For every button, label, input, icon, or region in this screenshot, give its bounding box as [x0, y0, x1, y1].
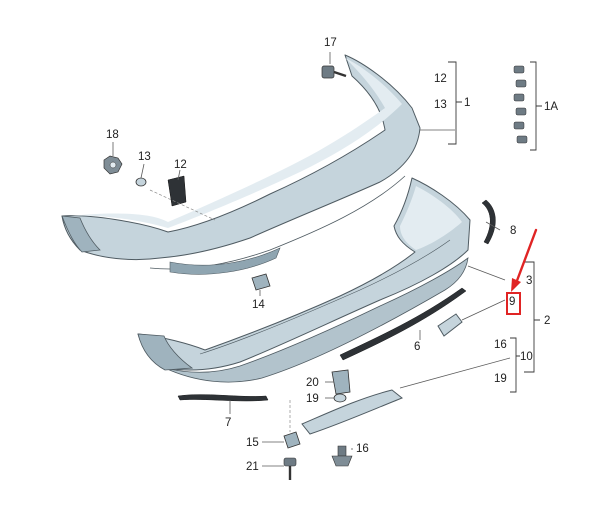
upper-bumper-end: [61, 215, 101, 253]
trim-strip-7[interactable]: [177, 394, 269, 402]
label-16-right: 16: [494, 339, 507, 351]
part-10-diffuser[interactable]: [301, 389, 403, 435]
label-15: 15: [246, 437, 259, 449]
red-arrow-icon: [511, 228, 538, 292]
part-13-washer[interactable]: [135, 177, 147, 187]
bracket-1: [448, 61, 462, 145]
part-19-washer[interactable]: [333, 393, 347, 403]
part-21-screw[interactable]: [283, 457, 297, 480]
callouts: 17 12 13 1 1A 18 13 12 8 3 9 2 14 6 16 1…: [106, 37, 558, 473]
grouping-brackets: [448, 61, 542, 393]
part-1a-fastener-set[interactable]: [513, 65, 528, 144]
label-16-bottom: 16: [356, 443, 369, 455]
label-10: 10: [520, 351, 533, 363]
lower-bumper-cover[interactable]: [137, 177, 471, 383]
label-14: 14: [252, 299, 265, 311]
lower-bumper-crease: [199, 239, 451, 355]
label-6: 6: [414, 341, 420, 353]
label-13-left: 13: [138, 151, 151, 163]
part-12-bracket[interactable]: [167, 175, 187, 207]
upper-bumper-pocket: [169, 247, 281, 275]
label-1a: 1A: [544, 101, 558, 113]
trim-strip-6[interactable]: [339, 287, 467, 361]
label-12-top: 12: [434, 73, 447, 85]
label-20: 20: [306, 377, 319, 389]
part-9-cover[interactable]: [437, 313, 463, 337]
label-19-right: 19: [494, 373, 507, 385]
bracket-1a: [530, 61, 542, 151]
upper-bumper-top-face: [70, 58, 402, 228]
part-20-bracket[interactable]: [331, 369, 351, 395]
label-19-mid: 19: [306, 393, 319, 405]
label-21: 21: [246, 461, 259, 473]
bracket-2: [524, 261, 540, 373]
label-3: 3: [526, 275, 532, 287]
label-12-mid: 12: [174, 159, 187, 171]
part-18-nut[interactable]: [103, 155, 123, 175]
label-17: 17: [324, 37, 337, 49]
part-15-nut[interactable]: [283, 431, 301, 449]
part-17-bolt[interactable]: [321, 65, 347, 79]
label-2: 2: [544, 315, 550, 327]
label-7: 7: [225, 417, 231, 429]
label-9: 9: [509, 296, 515, 308]
label-1: 1: [464, 97, 470, 109]
lower-bumper-bottom: [164, 257, 469, 383]
highlight-box-icon: [506, 292, 521, 315]
lower-bumper-inner-face: [400, 186, 462, 250]
upper-bumper-cover[interactable]: [61, 54, 421, 275]
trim-strip-8[interactable]: [481, 199, 496, 245]
part-16-screw[interactable]: [331, 445, 353, 467]
part-14-clip[interactable]: [251, 273, 271, 291]
label-8: 8: [510, 225, 516, 237]
lower-bumper-end: [137, 333, 194, 371]
label-18: 18: [106, 129, 119, 141]
bracket-10: [510, 337, 520, 393]
label-13-top: 13: [434, 99, 447, 111]
leader-lines: [112, 52, 511, 467]
